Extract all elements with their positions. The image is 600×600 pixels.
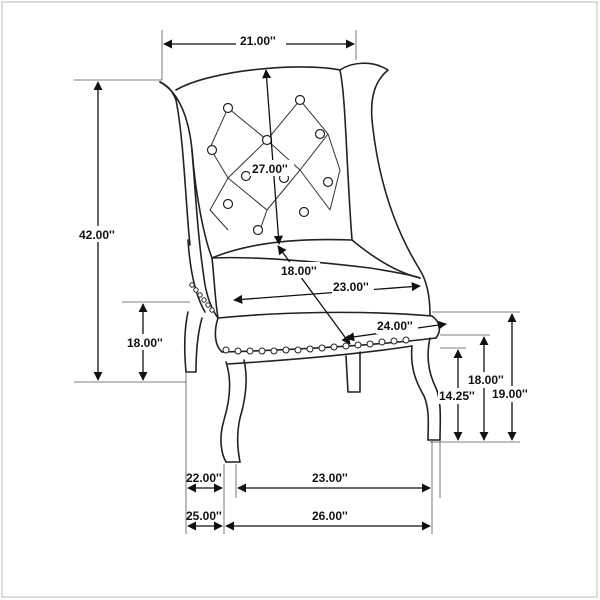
label-seat-height-right: 18.00'' [468, 373, 504, 387]
label-leg-height: 14.25'' [439, 389, 475, 403]
label-overall-height: 42.00'' [79, 228, 115, 242]
label-seat-front-width: 24.00'' [377, 319, 413, 333]
side-nailhead-trim [189, 282, 215, 313]
label-front-width-overall: 26.00'' [312, 509, 348, 523]
label-side-depth-legs: 22.00'' [186, 471, 222, 485]
label-back-height: 27.00'' [252, 162, 288, 176]
label-seat-height-left: 18.00'' [127, 336, 163, 350]
label-side-depth-overall: 25.00'' [186, 509, 222, 523]
label-seat-inner-width: 23.00'' [333, 280, 369, 294]
chair-illustration [159, 62, 442, 463]
dimension-lines [74, 30, 520, 534]
label-arm-height: 19.00'' [492, 387, 528, 401]
dimension-labels: 21.00'' 42.00'' 18.00'' 27.00'' 18.00'' … [78, 32, 538, 523]
label-front-width-legs: 23.00'' [312, 471, 348, 485]
label-seat-depth: 18.00'' [281, 264, 317, 278]
label-top-width: 21.00'' [240, 34, 276, 48]
front-nailhead-trim [222, 336, 410, 355]
